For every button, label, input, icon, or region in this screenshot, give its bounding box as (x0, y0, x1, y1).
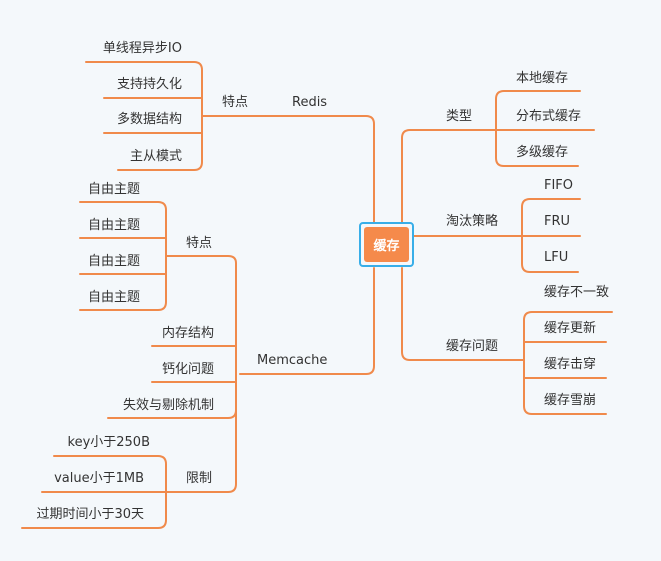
node-memcache-item[interactable]: 失效与剔除机制 (122, 398, 214, 413)
node-memcache-feature-item[interactable]: 自由主题 (88, 254, 141, 269)
node-memcache[interactable]: Memcache (257, 353, 328, 368)
node-memcache-item[interactable]: 钙化问题 (161, 362, 214, 377)
connector-mc-features-spine (79, 201, 183, 311)
node-type-item[interactable]: 分布式缓存 (516, 109, 582, 124)
connector-root-redis (264, 115, 375, 223)
connector-redis-features-spine (85, 61, 211, 171)
node-issues-item[interactable]: 缓存不一致 (544, 285, 610, 300)
connector-eviction-spine (521, 198, 581, 273)
node-memcache-limit-item[interactable]: 过期时间小于30天 (36, 507, 144, 522)
node-memcache-feature-item[interactable]: 自由主题 (88, 182, 141, 197)
connector-root-issues (401, 267, 525, 361)
node-memcache-limit-item[interactable]: value小于1MB (54, 471, 144, 486)
node-memcache-item[interactable]: 内存结构 (161, 326, 214, 341)
node-memcache-limit-item[interactable]: key小于250B (67, 435, 151, 450)
node-type-item[interactable]: 多级缓存 (516, 145, 569, 160)
node-redis-feature-item[interactable]: 主从模式 (129, 149, 182, 164)
connector-root-memcache (239, 267, 375, 375)
node-type-item[interactable]: 本地缓存 (516, 71, 569, 86)
connector-type-spine (479, 90, 595, 167)
root-node-fill: 缓存 (364, 227, 409, 262)
node-issues[interactable]: 缓存问题 (446, 339, 499, 354)
node-redis-feature-item[interactable]: 单线程异步IO (102, 41, 182, 56)
node-eviction-item[interactable]: LFU (544, 250, 569, 265)
connector-root-type (401, 129, 481, 223)
node-memcache-feature-item[interactable]: 自由主题 (88, 218, 141, 233)
connector-memcache-spine (181, 255, 237, 493)
connector-memcache-direct (107, 345, 237, 419)
node-redis[interactable]: Redis (292, 95, 328, 110)
node-eviction[interactable]: 淘汰策略 (446, 214, 499, 229)
node-issues-item[interactable]: 缓存雪崩 (544, 393, 597, 408)
root-label: 缓存 (373, 239, 400, 254)
connector-issues-spine (523, 311, 613, 415)
node-redis-feature-item[interactable]: 多数据结构 (116, 112, 182, 127)
node-memcache-limits[interactable]: 限制 (186, 471, 213, 486)
node-issues-item[interactable]: 缓存击穿 (544, 357, 597, 372)
node-type[interactable]: 类型 (446, 109, 473, 124)
node-memcache-feature-item[interactable]: 自由主题 (88, 290, 141, 305)
node-eviction-item[interactable]: FRU (544, 214, 571, 229)
connector-mc-limits-spine (21, 455, 183, 529)
node-issues-item[interactable]: 缓存更新 (544, 321, 597, 336)
root-node[interactable]: 缓存 (359, 222, 414, 267)
node-redis-features[interactable]: 特点 (222, 95, 249, 110)
node-eviction-item[interactable]: FIFO (544, 178, 574, 193)
node-redis-feature-item[interactable]: 支持持久化 (116, 77, 182, 92)
node-memcache-features[interactable]: 特点 (186, 236, 213, 251)
